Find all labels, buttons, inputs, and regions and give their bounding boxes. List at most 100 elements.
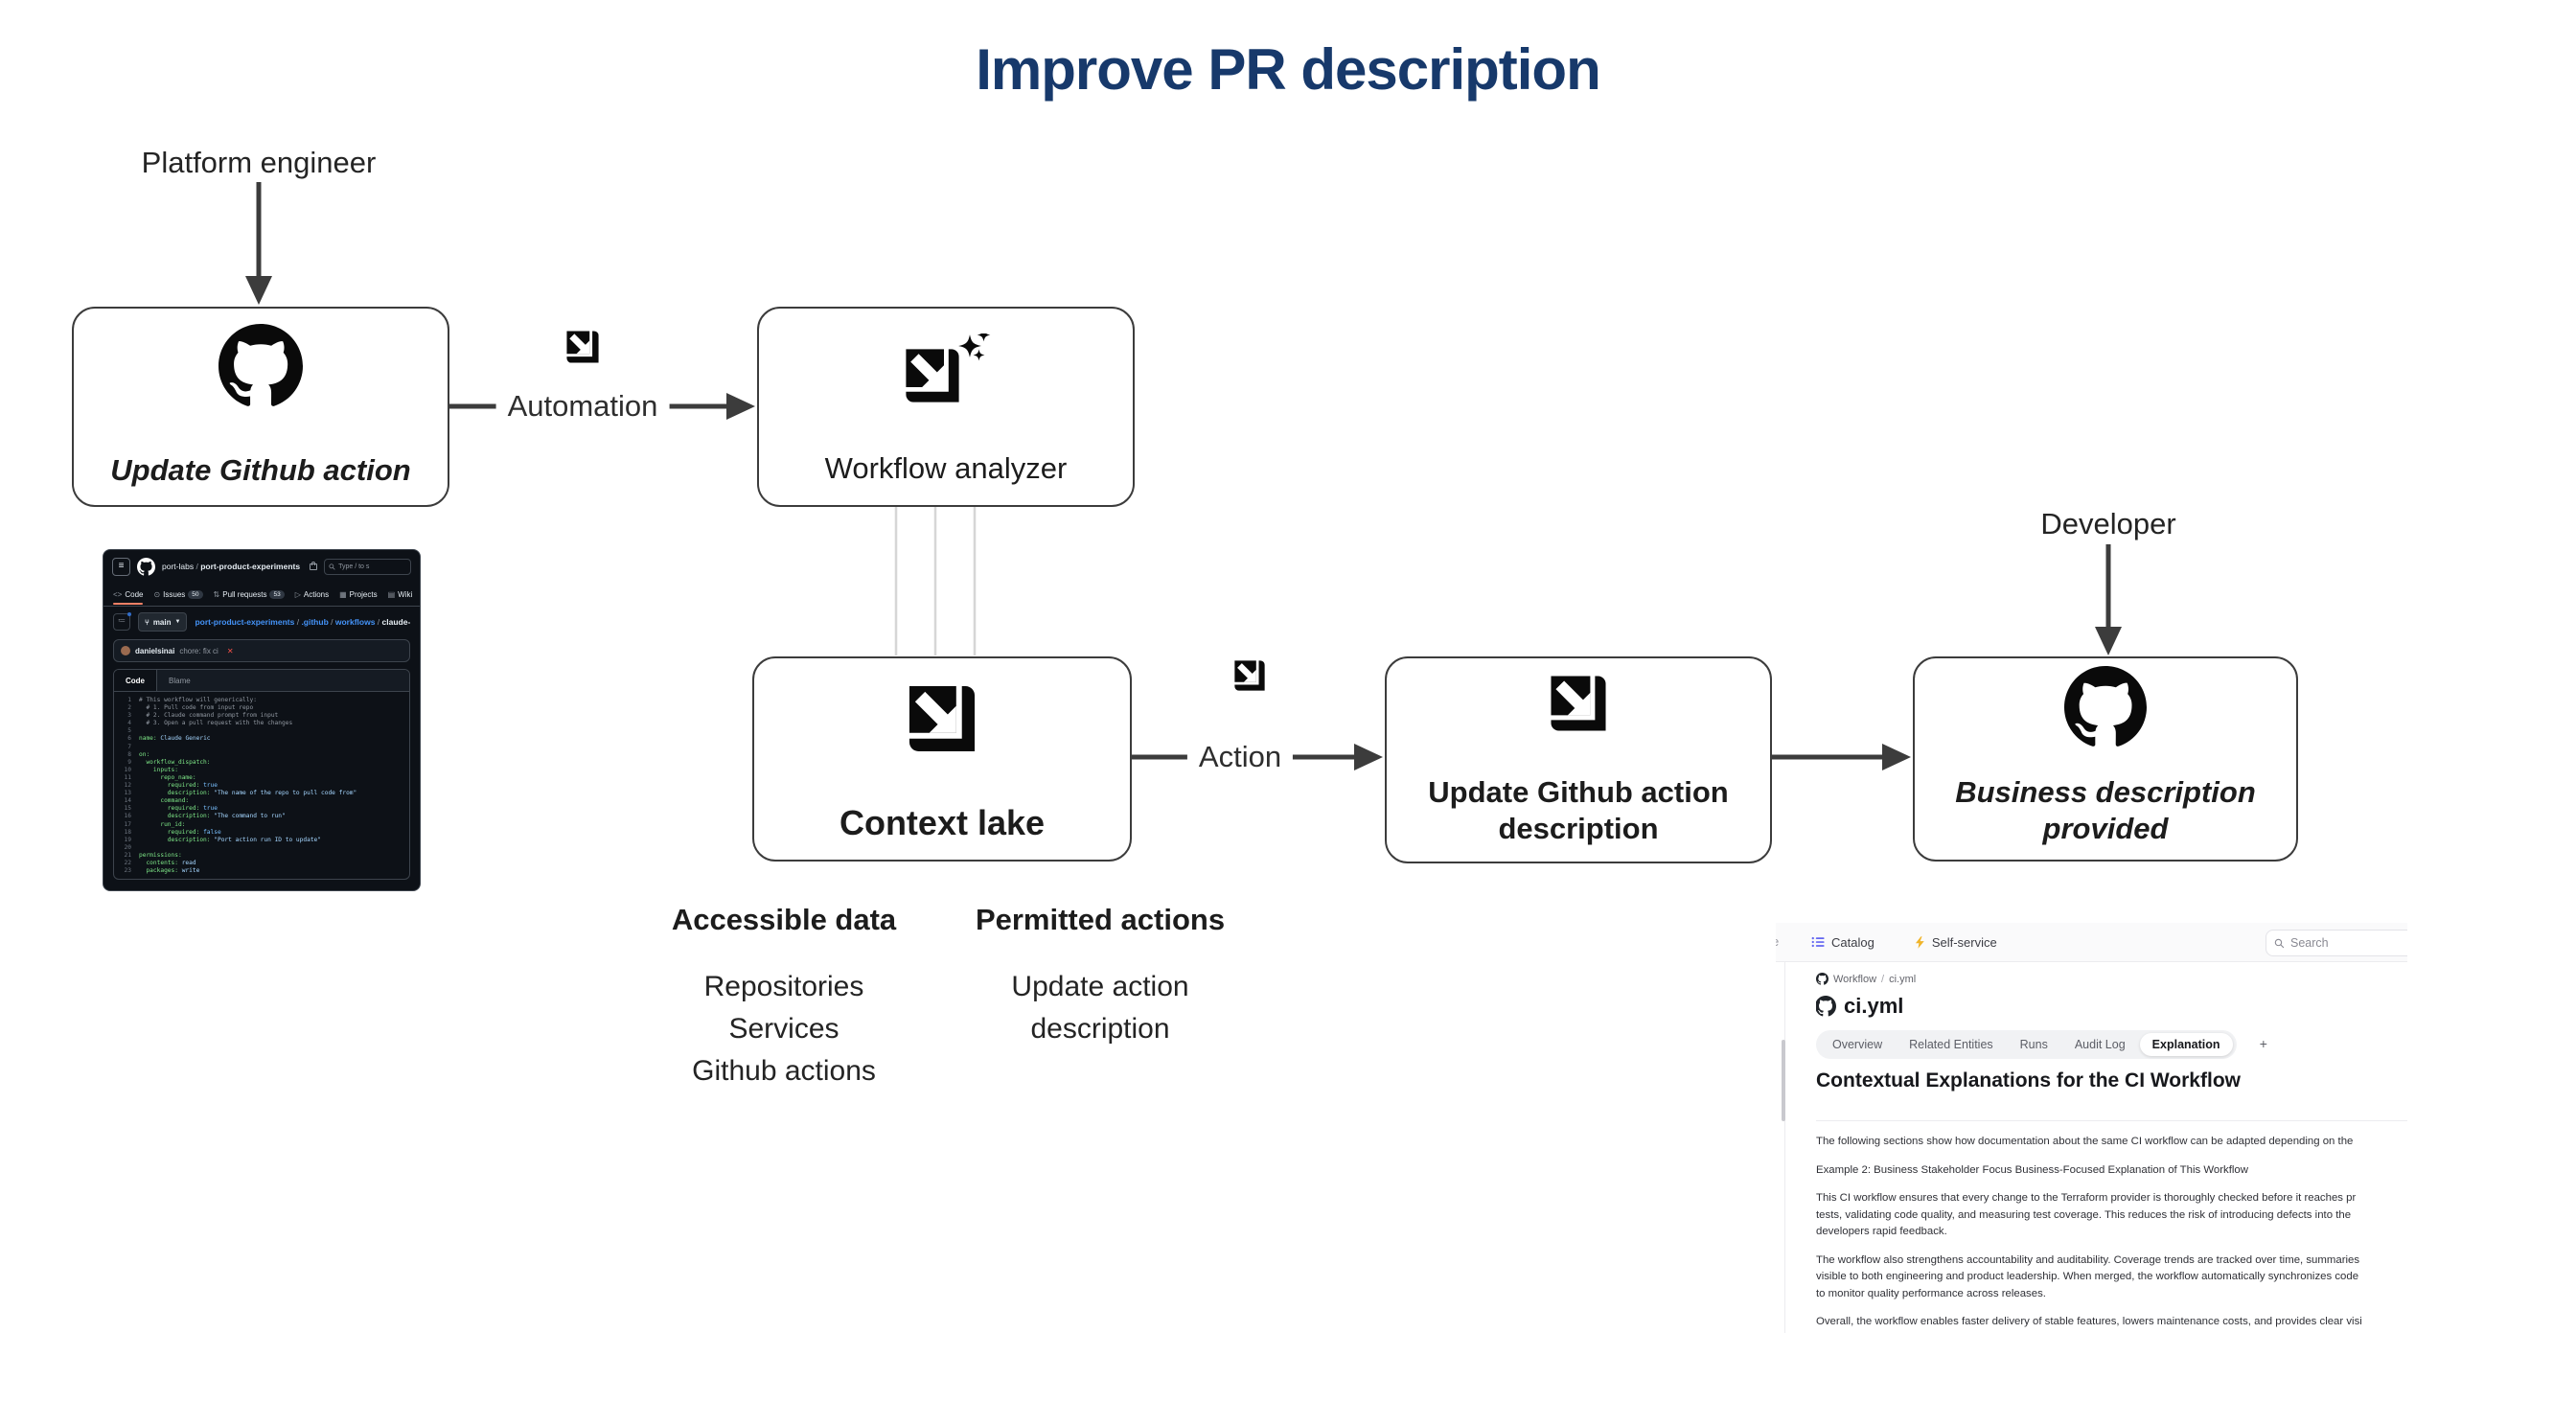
code-content: 1# This workflow will generically:2 # 1.… — [114, 692, 409, 879]
entity-tabs: Overview Related Entities Runs Audit Log Exp… — [1816, 1030, 2237, 1059]
code-token: read — [177, 859, 196, 866]
line-number: 14 — [124, 797, 131, 805]
org-name[interactable]: port-labs — [162, 562, 195, 571]
tab-related-entities[interactable]: Related Entities — [1909, 1038, 1993, 1051]
path-segment[interactable]: workflows — [334, 617, 376, 627]
tab-audit-log[interactable]: Audit Log — [2074, 1038, 2126, 1051]
paragraph: Overall, the workflow enables faster del… — [1816, 1314, 2407, 1331]
explanation-paragraphs: The following sections show how document… — [1816, 1134, 2407, 1333]
paragraph-line: visible to both engineering and product … — [1816, 1271, 2359, 1282]
github-icon — [1816, 973, 1828, 985]
code-token: workflow_dispatch: — [139, 758, 211, 766]
paragraph: This CI workflow ensures that every chan… — [1816, 1190, 2407, 1241]
port-search-input[interactable]: Search — [2266, 930, 2407, 956]
repo-breadcrumb[interactable]: port-labs / port-product-experiments — [162, 562, 301, 571]
entity-title-row: ← ci.yml — [1816, 994, 1903, 1019]
code-token: true — [199, 782, 218, 790]
code-token: required: — [139, 828, 200, 836]
analyzer-to-lake-lines — [894, 504, 977, 655]
breadcrumb-sep: / — [1881, 973, 1885, 985]
port-icon — [1549, 674, 1608, 733]
port-content: Workflow / ci.yml ← ci.yml Overview Relat… — [1816, 961, 2407, 1333]
permitted-actions-item: description — [1030, 1013, 1170, 1045]
node-business-description: Business description provided — [1913, 656, 2298, 862]
node-workflow-analyzer: Workflow analyzer — [757, 307, 1135, 507]
code-token: # 3. Open a pull request with the change… — [139, 720, 293, 727]
add-tab-button[interactable]: + — [2259, 1036, 2267, 1051]
scrollbar[interactable] — [1782, 1040, 1785, 1121]
entity-breadcrumb[interactable]: Workflow / ci.yml — [1816, 973, 1916, 985]
line-number: 11 — [124, 773, 131, 781]
line-number: 20 — [124, 843, 131, 851]
platform-engineer-label: Platform engineer — [141, 146, 377, 179]
repo-name[interactable]: port-product-experiments — [200, 562, 301, 571]
path-segment[interactable]: .github — [301, 617, 329, 627]
file-tree-panel-icon[interactable]: ≔ — [113, 612, 131, 631]
ci-failed-x-icon[interactable]: ✕ — [226, 646, 234, 655]
lightning-bolt-icon — [1915, 936, 1925, 949]
paragraph-line: Example 2: Business Stakeholder Focus Bu… — [1816, 1163, 2248, 1176]
breadcrumb-entity[interactable]: ci.yml — [1889, 973, 1917, 985]
github-nav-projects[interactable]: ▦Projects — [339, 583, 377, 606]
code-line: 14 command: — [114, 797, 409, 805]
nav-self-service[interactable]: Self-service — [1915, 935, 1997, 950]
tab-explanation[interactable]: Explanation — [2139, 1033, 2233, 1056]
nav-self-service-label: Self-service — [1931, 934, 1997, 950]
line-number: 5 — [127, 727, 131, 735]
branch-selector[interactable]: ⑂ main ▼ — [138, 612, 188, 632]
code-token: run_id: — [139, 820, 186, 828]
projects-icon: ▦ — [339, 589, 347, 599]
github-search-input[interactable]: Type / to s — [324, 558, 411, 575]
path-segment[interactable]: port-product-experiments — [195, 617, 295, 627]
commit-author[interactable]: danielsinai — [135, 646, 175, 655]
code-token: # This workflow will generically: — [139, 697, 257, 703]
node-label: Context lake — [839, 803, 1046, 842]
nav-label: Wiki — [398, 589, 413, 599]
github-nav-wiki[interactable]: ▤Wiki — [388, 583, 413, 606]
tab-overview[interactable]: Overview — [1832, 1038, 1883, 1051]
code-line: 19 description: "Port action run ID to u… — [114, 837, 409, 844]
code-token: contents: — [139, 859, 178, 866]
node-label-line: provided — [2042, 812, 2169, 846]
github-nav-code[interactable]: <>Code — [113, 583, 144, 606]
file-path-breadcrumb[interactable]: port-product-experiments / .github / wor… — [195, 617, 410, 627]
code-token: permissions: — [139, 851, 182, 859]
chevron-down-icon: ▼ — [174, 619, 181, 625]
tab-runs[interactable]: Runs — [2019, 1038, 2048, 1051]
paragraph: Example 2: Business Stakeholder Focus Bu… — [1816, 1162, 2407, 1180]
nav-catalog-label: Catalog — [1831, 934, 1874, 950]
code-token — [139, 844, 143, 852]
code-tab-code[interactable]: Code — [114, 670, 157, 691]
code-token: write — [177, 867, 200, 875]
nav-catalog[interactable]: Catalog — [1811, 935, 1874, 950]
commit-message[interactable]: chore: fix ci — [179, 646, 218, 655]
github-nav-actions[interactable]: ▷Actions — [295, 583, 329, 606]
line-number: 7 — [127, 743, 131, 750]
permitted-actions-item: Update action — [1011, 971, 1189, 1002]
code-token: description: — [139, 813, 211, 820]
code-token: repo_name: — [139, 773, 196, 781]
line-number: 4 — [127, 720, 131, 727]
port-icon — [907, 683, 978, 754]
code-token: required: — [139, 782, 200, 790]
code-line: 18 required: false — [114, 829, 409, 837]
node-update-action-description: Update Github action description — [1385, 656, 1772, 863]
actions-icon: ▷ — [294, 589, 301, 599]
paragraph-line: developers rapid feedback. — [1816, 1226, 1947, 1237]
line-number: 17 — [124, 820, 131, 828]
search-placeholder: Search — [2290, 936, 2329, 950]
code-line: 13 description: "The name of the repo to… — [114, 790, 409, 797]
line-number: 15 — [124, 805, 131, 813]
line-number: 9 — [127, 758, 131, 766]
accessible-data-item: Repositories — [703, 971, 864, 1002]
code-token: "Port action run ID to update" — [210, 836, 321, 843]
code-tab-blame[interactable]: Blame — [169, 676, 191, 685]
breadcrumb-type[interactable]: Workflow — [1833, 973, 1877, 985]
nav-label: Issues — [163, 589, 186, 599]
hamburger-menu-icon[interactable]: ≡ — [112, 557, 130, 576]
line-number: 10 — [124, 766, 131, 773]
